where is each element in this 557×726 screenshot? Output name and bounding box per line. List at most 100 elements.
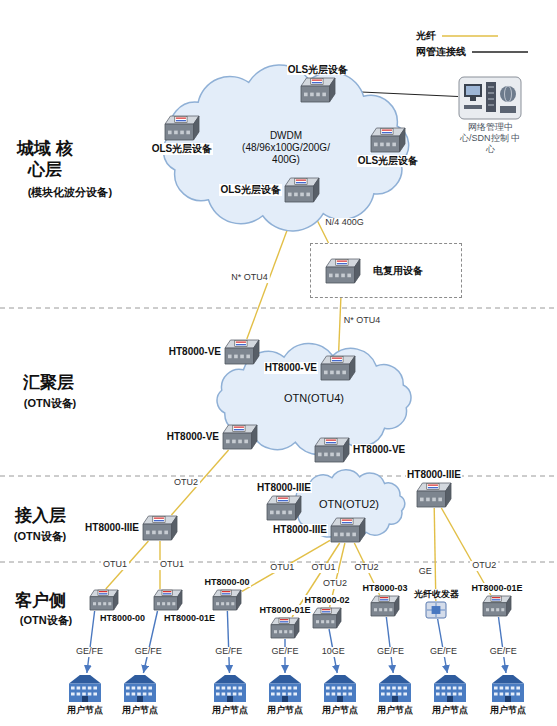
device-port: [379, 608, 382, 611]
device-node: HT8000-00: [203, 577, 250, 611]
building-window: [442, 693, 446, 696]
edge-label: N* OTU4: [229, 273, 270, 283]
keyboard: [464, 105, 482, 109]
badge-stripe: [337, 260, 347, 261]
edge-label: GE/FE: [488, 647, 519, 657]
building-window: [82, 693, 86, 696]
legend-row: 光纤: [416, 28, 528, 44]
user-node: 用户节点: [122, 673, 158, 715]
building-window: [238, 693, 242, 696]
device-port: [180, 131, 184, 135]
device-port: [331, 620, 334, 623]
device-port: [93, 602, 96, 605]
badge-stripe: [380, 599, 388, 600]
device-badge: [162, 590, 172, 595]
layer-label: 接入层: [0, 505, 80, 526]
building-window: [148, 693, 152, 696]
device-front: [371, 136, 400, 152]
building-roof: [492, 675, 524, 684]
device-port: [240, 355, 244, 359]
legend-text: 光纤: [416, 29, 436, 43]
edge-label: GE/FE: [269, 647, 300, 657]
node-label: 光纤收发器: [413, 589, 460, 599]
building-window: [494, 693, 498, 696]
building-window: [88, 687, 92, 690]
building-window: [436, 693, 440, 696]
device-side: [194, 116, 199, 140]
building-window: [387, 687, 391, 690]
server-slot: [488, 93, 494, 94]
building-window: [71, 687, 75, 690]
badge-stripe: [222, 591, 230, 592]
building-window: [403, 687, 407, 690]
building-window: [494, 687, 498, 690]
building-window: [392, 693, 396, 696]
device-port: [216, 602, 219, 605]
connector: [434, 508, 436, 601]
building-window: [442, 687, 446, 690]
device-port: [300, 193, 304, 197]
device-side: [330, 78, 335, 102]
node-label: 用户节点: [122, 705, 158, 715]
building-window: [227, 693, 231, 696]
layer-label: (模块化波分设备): [5, 186, 135, 200]
building-window: [137, 693, 141, 696]
device-side: [395, 596, 399, 616]
badge-stripe: [278, 500, 288, 501]
legend-row: 网管连接线: [416, 44, 528, 60]
node-label: HT8000-IIIE: [406, 469, 462, 481]
device-front: [90, 597, 114, 610]
building-window: [132, 687, 136, 690]
badge-stripe: [234, 427, 244, 428]
badge-stripe: [278, 498, 288, 499]
building-window: [77, 693, 81, 696]
edge-label: GE/FE: [428, 647, 459, 657]
device-badge: [381, 128, 393, 134]
device-port: [321, 620, 324, 623]
building-window: [222, 693, 226, 696]
device-node: OLS光层设备: [219, 177, 320, 203]
device-front: [371, 603, 395, 616]
building-window: [453, 693, 457, 696]
device-port: [304, 93, 308, 97]
device-node: HT8000-IIIE: [272, 517, 366, 543]
node-label: OLS光层设备: [357, 155, 420, 167]
device-badge: [325, 438, 337, 444]
device-port: [486, 608, 489, 611]
building-body: [269, 684, 301, 703]
building-icon: [433, 673, 467, 703]
building-roof: [434, 675, 466, 684]
monitor-screen: [466, 86, 480, 95]
device-badge: [311, 78, 323, 84]
badge-stripe: [236, 342, 246, 343]
node-label: HT8000-IIIE: [272, 524, 328, 536]
device-port: [276, 511, 280, 515]
device-port: [501, 608, 504, 611]
building-door: [505, 696, 511, 702]
node-label: HT8000-00: [203, 577, 250, 587]
device-icon: [325, 258, 361, 284]
device-port: [274, 630, 277, 633]
node-label: HT8000-IIIE: [256, 482, 312, 494]
building-roof: [324, 675, 356, 684]
device-port: [146, 531, 150, 535]
device-port: [438, 498, 442, 502]
layer-label: (OTN设备): [1, 614, 91, 628]
building-window: [332, 687, 336, 690]
badge-stripe: [337, 263, 347, 264]
device-icon: [300, 77, 336, 103]
device-port: [318, 453, 322, 457]
device-front: [225, 348, 254, 364]
device-icon: [416, 482, 452, 508]
badge-stripe: [326, 442, 336, 443]
device-side: [355, 259, 360, 283]
node-label: HT8000-02: [303, 595, 350, 605]
building-icon: [268, 673, 302, 703]
user-node: 用户节点: [267, 673, 303, 715]
building-roof: [69, 675, 101, 684]
building-window: [381, 687, 385, 690]
device-port: [420, 498, 424, 502]
building-roof: [124, 675, 156, 684]
device-port: [322, 93, 326, 97]
device-side: [296, 496, 301, 520]
